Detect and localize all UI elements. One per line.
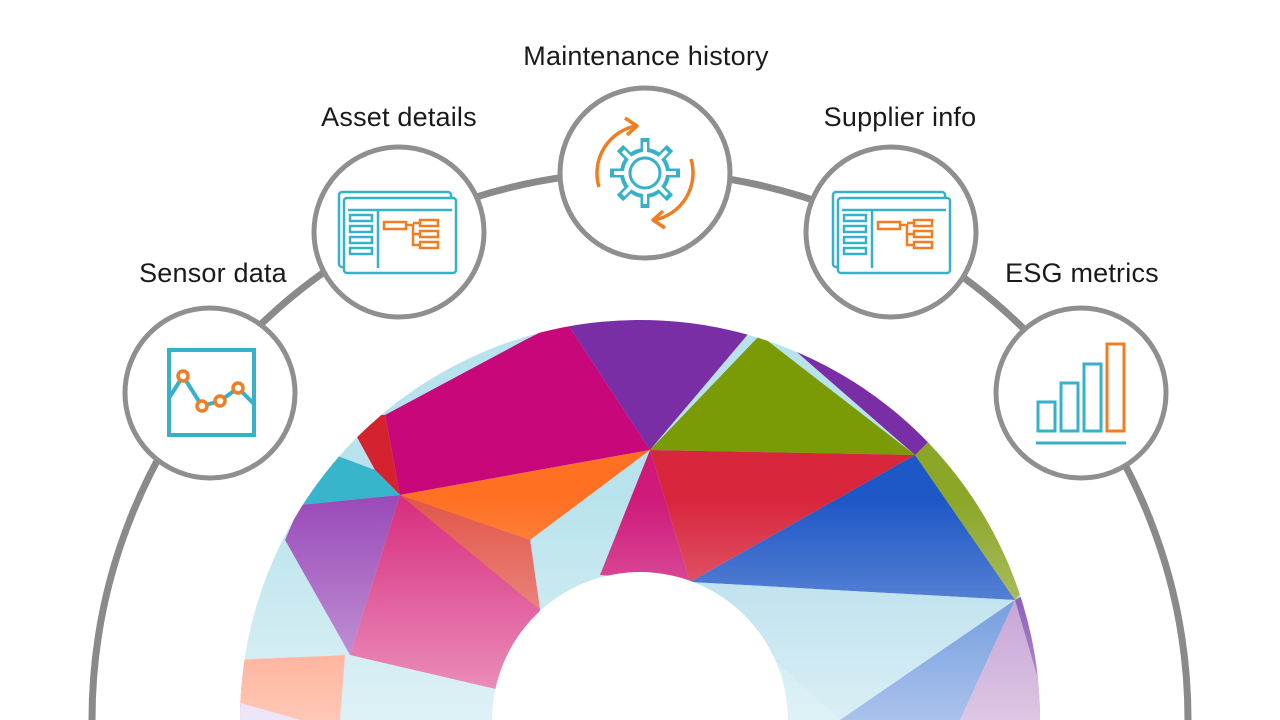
dashboard-screen-icon xyxy=(831,190,952,275)
label-asset-details: Asset details xyxy=(321,102,477,132)
node-sensor-data xyxy=(122,305,298,481)
label-sensor-data: Sensor data xyxy=(139,258,287,288)
lowpoly-donut xyxy=(240,320,1040,720)
line-chart-icon xyxy=(167,348,256,437)
node-supplier-info xyxy=(803,144,979,320)
dashboard-screen-icon xyxy=(337,190,458,275)
label-supplier-info: Supplier info xyxy=(823,102,977,132)
node-esg-metrics xyxy=(993,305,1169,481)
node-asset-details xyxy=(311,144,487,320)
label-esg-metrics: ESG metrics xyxy=(1005,258,1159,288)
gear-cycle-icon xyxy=(595,116,695,230)
node-maintenance-history xyxy=(557,85,733,261)
label-maintenance-history: Maintenance history xyxy=(523,41,769,71)
bar-chart-icon xyxy=(1036,342,1126,445)
